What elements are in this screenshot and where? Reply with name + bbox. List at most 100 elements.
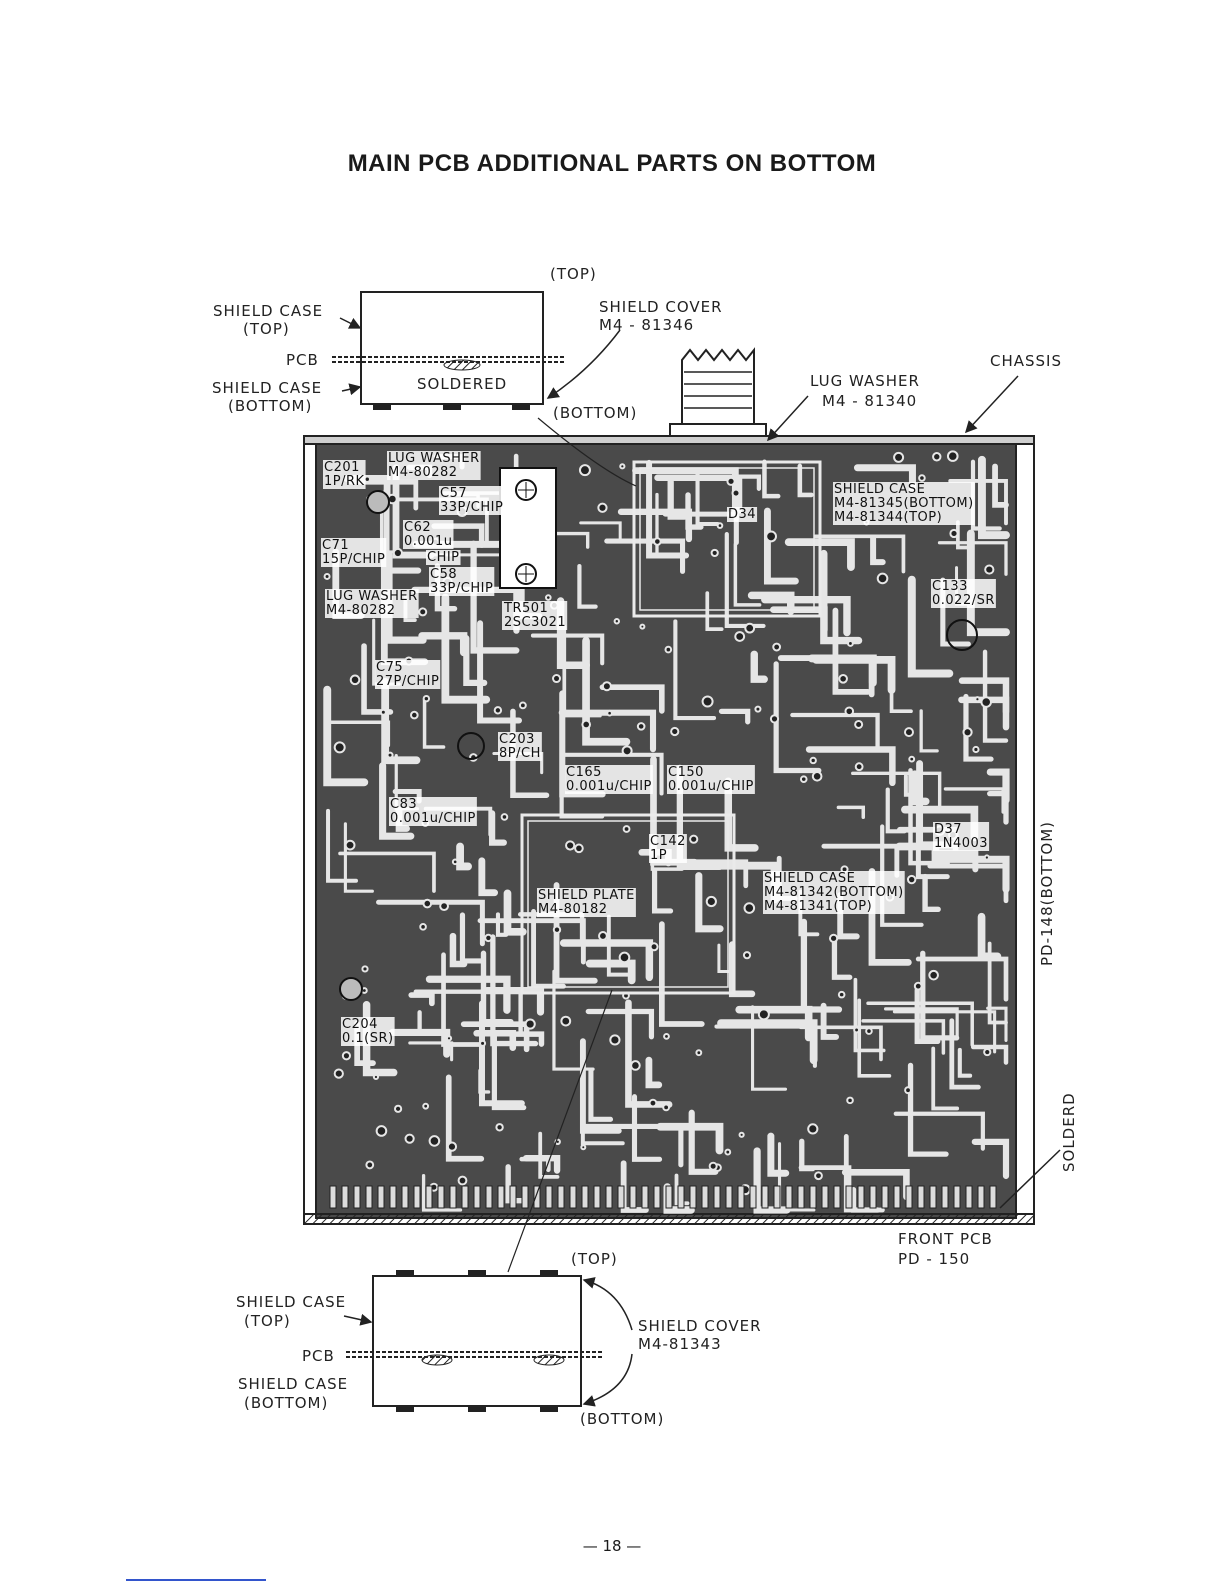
part-label-c165-line2: 0.001u/CHIP [566,779,652,794]
bottom-inset-bottom-label: (BOTTOM) [580,1410,664,1428]
top-inset-shield-case-bottom-line1: SHIELD CASE [212,379,322,397]
part-label-lug2-line2: M4-80282 [326,603,396,618]
top-inset-soldered-label: SOLDERED [417,375,507,393]
board-callouts: LUG WASHER M4 - 81340 CHASSIS PD-148(BOT… [507,352,1078,1273]
part-label-tr501-line2: 2SC3021 [504,615,566,630]
part-label-d37-line1: D37 [934,822,962,837]
bottom-rule [126,1579,266,1581]
part-label-d37-line2: 1N4003 [934,836,988,851]
page-number: — 18 — [582,1537,642,1555]
top-inset-shield-case-top-line1: SHIELD CASE [213,302,323,320]
part-label-c201-line1: C201 [324,460,360,475]
part-label-c165-line1: C165 [566,765,602,780]
front-pcb-line2: PD - 150 [898,1250,970,1268]
part-label-lug1-line2: M4-80282 [388,465,458,480]
part-label-d34-line1: D34 [728,507,756,522]
top-inset-top-label: (TOP) [550,265,597,283]
part-label-c62-line2: 0.001u [404,534,452,549]
top-inset-shield-case-bottom-line2: (BOTTOM) [228,397,312,415]
connector [669,347,767,439]
part-label-c83-line1: C83 [390,797,417,812]
part-label-c150-line1: C150 [668,765,704,780]
part-label-lug1-line1: LUG WASHER [388,451,480,466]
bottom-inset-shield-cover-line2: M4-81343 [638,1335,722,1353]
part-label-c204-line2: 0.1(SR) [342,1031,394,1046]
lug-washer-line1: LUG WASHER [810,372,920,390]
part-label-c204-line1: C204 [342,1017,378,1032]
part-label-c71-line2: 15P/CHIP [322,552,385,567]
part-label-tr501-line1: TR501 [503,601,548,616]
bottom-inset-shield-cover-line1: SHIELD COVER [638,1317,762,1335]
part-label-c203-line1: C203 [499,732,535,747]
top-inset-shield-cover-line2: M4 - 81346 [599,316,694,334]
bottom-inset-shield-case-bottom-line1: SHIELD CASE [238,1375,348,1393]
lug-washer-line2: M4 - 81340 [822,392,917,410]
part-label-c142-line1: C142 [650,834,686,849]
top-inset-shield-cover-line1: SHIELD COVER [599,298,723,316]
part-label-lug2-line1: LUG WASHER [326,589,418,604]
part-label-sc2-line1: SHIELD CASE [764,871,855,886]
part-label-c133-line1: C133 [932,579,968,594]
part-label-c75-line1: C75 [376,660,403,675]
part-label-plate-line1: SHIELD PLATE [538,888,635,903]
front-pcb-line1: FRONT PCB [898,1230,993,1248]
bottom-inset-shield-case-top-line1: SHIELD CASE [236,1293,346,1311]
part-label-c201-line2: 1P/RK [324,474,365,489]
part-label-plate-line2: M4-80182 [538,902,608,917]
top-inset-bottom-label: (BOTTOM) [553,404,637,422]
part-label-chip-line1: CHIP [427,550,460,565]
top-inset-pcb-label: PCB [286,351,319,369]
part-label-sc1-line3: M4-81344(TOP) [834,510,942,525]
bottom-inset-top-label: (TOP) [571,1250,618,1268]
part-label-c58-line2: 33P/CHIP [430,581,493,596]
part-label-sc1-line2: M4-81345(BOTTOM) [834,496,974,511]
part-label-c133-line2: 0.022/SR [932,593,995,608]
part-label-c57-line1: C57 [440,486,467,501]
page-title: MAIN PCB ADDITIONAL PARTS ON BOTTOM [347,150,877,177]
part-label-c203-line2: 8P/CH [499,746,541,761]
bottom-inset-pcb-label: PCB [302,1347,335,1365]
top-shield-inset: (TOP) SHIELD CASE (TOP) PCB SHIELD CASE … [212,265,723,422]
part-label-sc2-line2: M4-81342(BOTTOM) [764,885,904,900]
part-label-c75-line2: 27P/CHIP [376,674,439,689]
part-label-c150-line2: 0.001u/CHIP [668,779,754,794]
part-label-c57-line2: 33P/CHIP [440,500,503,515]
bottom-shield-inset: (TOP) SHIELD CASE (TOP) PCB SHIELD CASE … [236,1250,762,1428]
top-inset-shield-case-top-line2: (TOP) [243,320,290,338]
part-label-c83-line2: 0.001u/CHIP [390,811,476,826]
part-label-sc1-line1: SHIELD CASE [834,482,925,497]
bottom-inset-shield-case-bottom-line2: (BOTTOM) [244,1394,328,1412]
part-label-d34: D34 [727,507,758,522]
solderd-label: SOLDERD [1060,1092,1078,1172]
part-label-chip: CHIP [426,550,461,565]
part-label-sc2-line3: M4-81341(TOP) [764,899,872,914]
transistor-tr501 [499,467,557,589]
part-label-c58-line1: C58 [430,567,457,582]
pd148-label: PD-148(BOTTOM) [1038,821,1056,966]
part-label-c71-line1: C71 [322,538,349,553]
part-label-c142-line2: 1P [650,848,667,863]
